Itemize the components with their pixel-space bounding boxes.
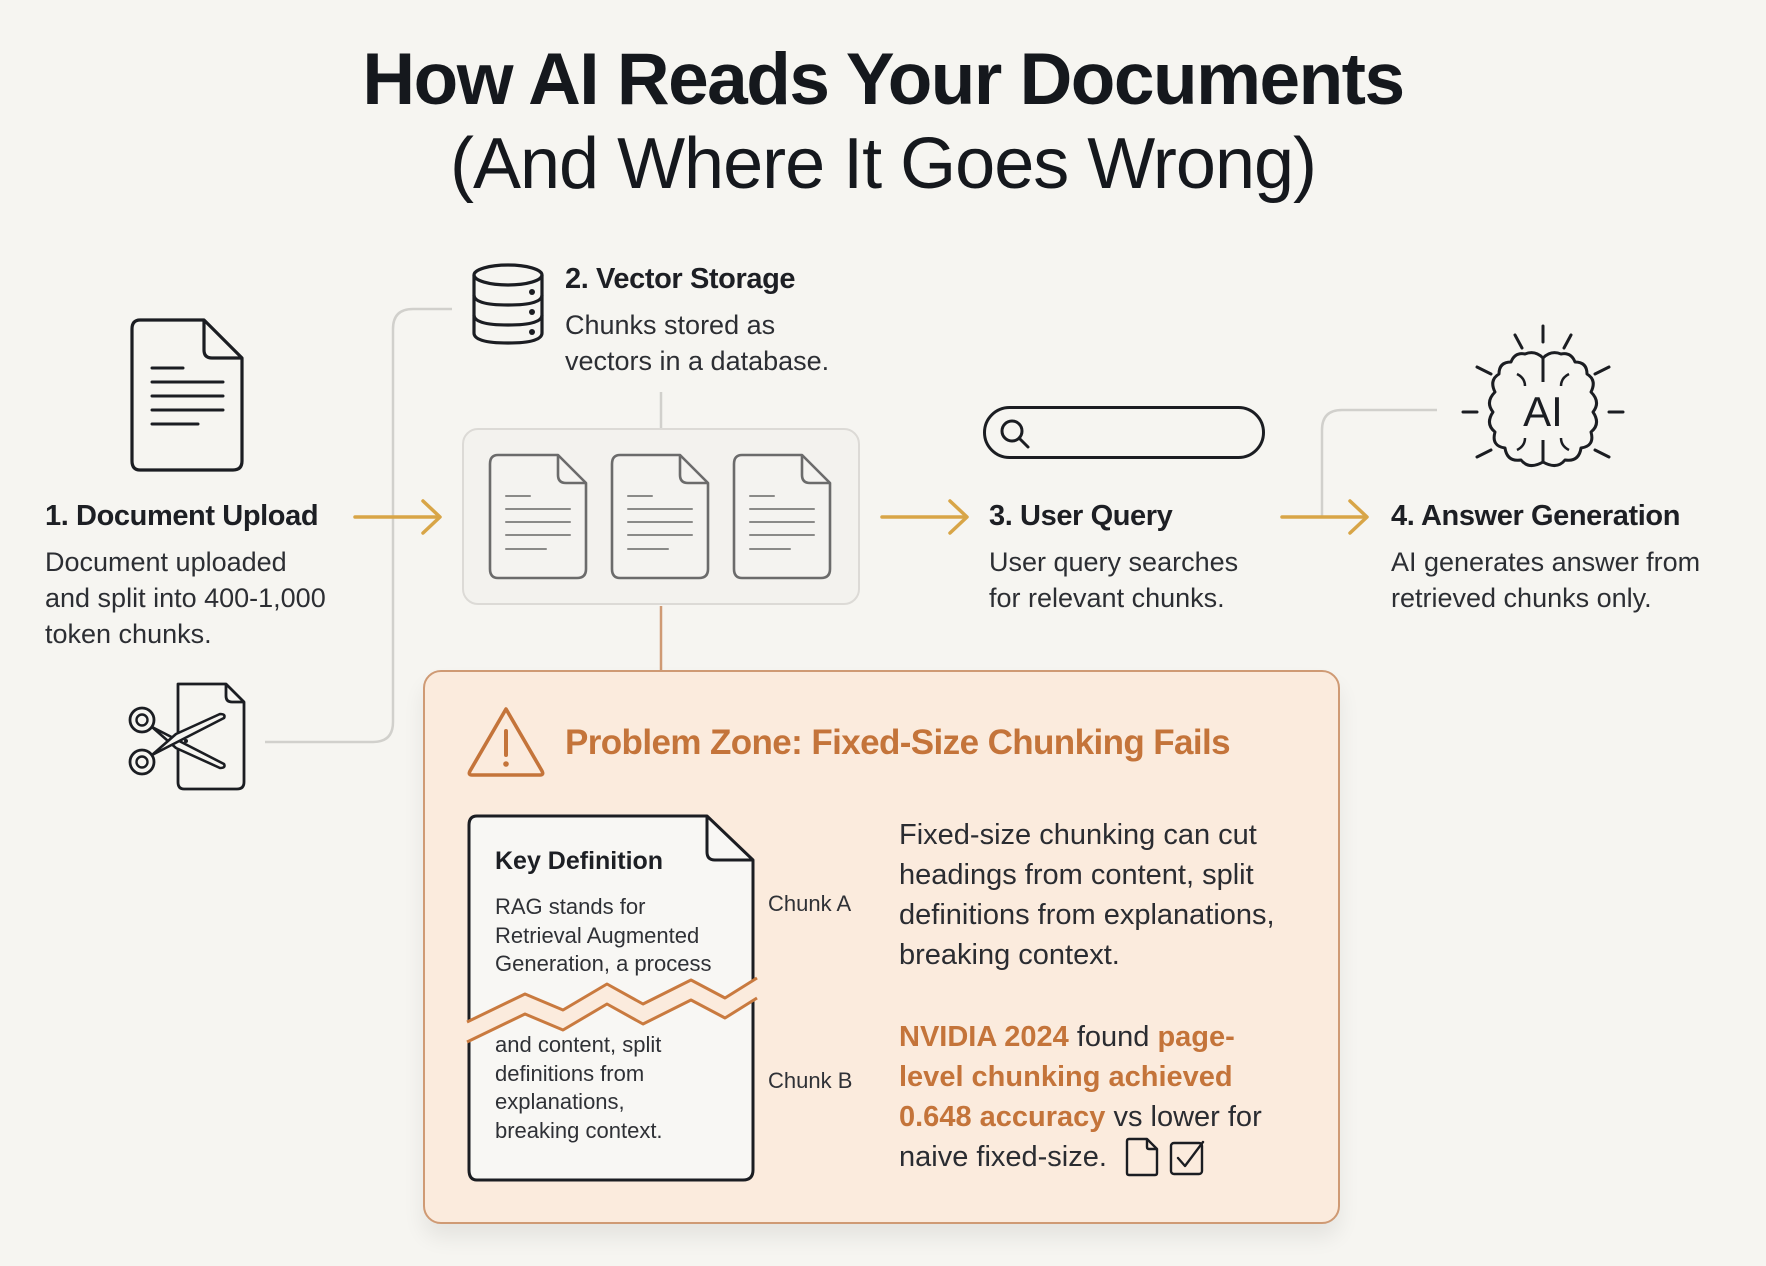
step-1-heading: 1. Document Upload: [45, 500, 319, 532]
chunk-b-line: and content, split: [495, 1032, 662, 1057]
step-3-description: User query searches for relevant chunks.: [989, 544, 1238, 616]
finding-text: vs lower for: [1105, 1101, 1262, 1133]
search-bar-icon: [983, 406, 1265, 459]
arrow-2-to-3: [880, 499, 969, 535]
warning-icon: [467, 707, 545, 777]
ai-brain-icon: AI: [1461, 324, 1625, 467]
step-2-line: vectors in a database.: [565, 346, 830, 376]
problem-explanation: Fixed-size chunking can cut headings fro…: [899, 815, 1275, 975]
chunk-b-text: and content, split definitions from expl…: [495, 1031, 663, 1145]
ai-brain-label: AI: [1523, 388, 1563, 435]
finding-accuracy: 0.648 accuracy: [899, 1101, 1106, 1133]
chunk-b-label: Chunk B: [768, 1068, 853, 1093]
explanation-line: Fixed-size chunking can cut: [899, 819, 1257, 851]
step-3-line: for relevant chunks.: [989, 583, 1225, 613]
scissors-document-icon: [128, 682, 246, 791]
step-4-description: AI generates answer from retrieved chunk…: [1391, 544, 1700, 616]
arrow-1-to-2: [353, 499, 442, 535]
chunk-b-line: definitions from: [495, 1060, 645, 1086]
arrow-3-to-4: [1280, 499, 1369, 535]
page-icon: [1125, 1137, 1159, 1177]
chunk-a-line: RAG stands for: [495, 894, 646, 919]
key-definition-title: Key Definition: [495, 847, 664, 875]
step-1-line: and split into 400-1,000: [45, 583, 326, 613]
finding-source: NVIDIA 2024: [899, 1021, 1069, 1053]
page-title: How AI Reads Your Documents: [362, 39, 1405, 120]
finding-line-3: 0.648 accuracy vs lower for: [899, 1097, 1262, 1137]
chunk-a-line: Retrieval Augmented: [495, 922, 700, 948]
explanation-line: headings from content, split: [899, 859, 1254, 891]
finding-line-4: naive fixed-size.: [899, 1137, 1262, 1177]
step-1-line: Document uploaded: [45, 547, 287, 577]
explanation-line: breaking context.: [899, 939, 1120, 971]
finding-text: naive fixed-size.: [899, 1141, 1107, 1173]
step-4-line: AI generates answer from: [1391, 547, 1701, 577]
chunk-a-line: Generation, a process: [495, 951, 712, 976]
chunk-b-line: explanations,: [495, 1089, 625, 1114]
step-1-description: Document uploaded and split into 400-1,0…: [45, 544, 326, 652]
key-definition-document: [466, 814, 758, 1182]
step-4-heading: 4. Answer Generation: [1391, 500, 1681, 532]
finding-line-2: level chunking achieved: [899, 1057, 1262, 1097]
finding-text: found: [1068, 1021, 1158, 1053]
step-4-line: retrieved chunks only.: [1391, 583, 1652, 613]
finding-highlight: level chunking achieved: [899, 1061, 1233, 1093]
finding-line-1: NVIDIA 2024 found page-: [899, 1017, 1262, 1057]
step-3-line: User query searches: [989, 547, 1239, 577]
nvidia-finding: NVIDIA 2024 found page- level chunking a…: [899, 1017, 1262, 1177]
database-icon: [472, 263, 544, 345]
chunk-documents: [488, 453, 832, 580]
step-3-heading: 3. User Query: [989, 500, 1173, 532]
step-2-heading: 2. Vector Storage: [565, 263, 796, 295]
tear-line: [467, 978, 757, 1042]
chunk-a-text: RAG stands for Retrieval Augmented Gener…: [495, 893, 711, 979]
step-2-line: Chunks stored as: [565, 310, 776, 340]
document-icon: [130, 318, 244, 472]
chunk-b-line: breaking context.: [495, 1117, 663, 1143]
page-subtitle: (And Where It Goes Wrong): [450, 124, 1317, 204]
checkbox-icon: [1169, 1140, 1205, 1176]
explanation-line: definitions from explanations,: [899, 899, 1275, 931]
finding-highlight: page-: [1157, 1021, 1235, 1053]
chunk-a-label: Chunk A: [768, 891, 852, 916]
search-icon: [1000, 419, 1030, 449]
step-2-description: Chunks stored as vectors in a database.: [565, 307, 829, 379]
problem-zone-title: Problem Zone: Fixed-Size Chunking Fails: [565, 723, 1231, 762]
step-1-line: token chunks.: [45, 619, 212, 649]
